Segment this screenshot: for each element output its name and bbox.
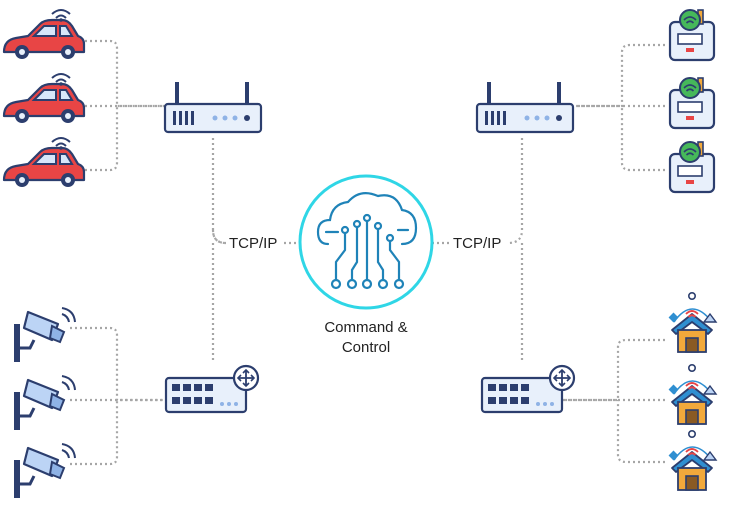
camera-icon <box>12 374 77 432</box>
camera-icon <box>12 306 77 364</box>
car-icon <box>2 72 86 125</box>
right-bottom-devices <box>667 291 717 491</box>
smart-home-icon <box>667 363 717 425</box>
protocol-label-left: TCP/IP <box>227 235 280 252</box>
smart-home-icon <box>667 429 717 491</box>
car-icon <box>2 136 86 189</box>
left-top-devices <box>2 8 86 189</box>
command-control-node <box>298 174 434 310</box>
left-bottom-devices <box>12 306 77 500</box>
left-router-icon <box>163 80 263 134</box>
smart-meter-icon <box>668 76 716 130</box>
left-switch-icon <box>164 364 260 414</box>
right-top-devices <box>668 8 716 194</box>
center-label: Command & Control <box>306 318 426 358</box>
protocol-label-right: TCP/IP <box>451 235 504 252</box>
smart-meter-icon <box>668 8 716 62</box>
smart-home-icon <box>667 291 717 353</box>
car-icon <box>2 8 86 61</box>
smart-meter-icon <box>668 140 716 194</box>
camera-icon <box>12 442 77 500</box>
cloud-circuit-icon <box>316 191 418 290</box>
links <box>70 39 665 466</box>
center-label-line2: Control <box>341 339 391 356</box>
right-router-icon <box>475 80 575 134</box>
right-switch-icon <box>480 364 576 414</box>
center-label-line1: Command & <box>324 319 408 336</box>
